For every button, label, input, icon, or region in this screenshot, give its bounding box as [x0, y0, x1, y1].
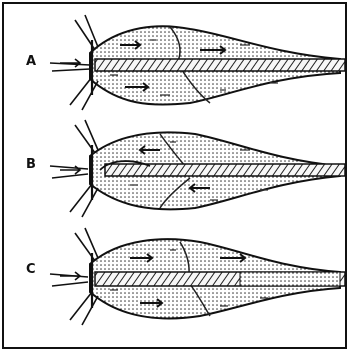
- panel-label-a: A: [26, 55, 36, 68]
- needle-bar: [105, 164, 345, 176]
- diagram-panel-a: [40, 15, 350, 115]
- needle-bar: [95, 59, 345, 71]
- panel-label-b: B: [26, 158, 36, 171]
- diagram-panel-c: [40, 228, 350, 328]
- diagram-panel-b: [40, 120, 350, 220]
- panel-label-c: C: [26, 263, 36, 276]
